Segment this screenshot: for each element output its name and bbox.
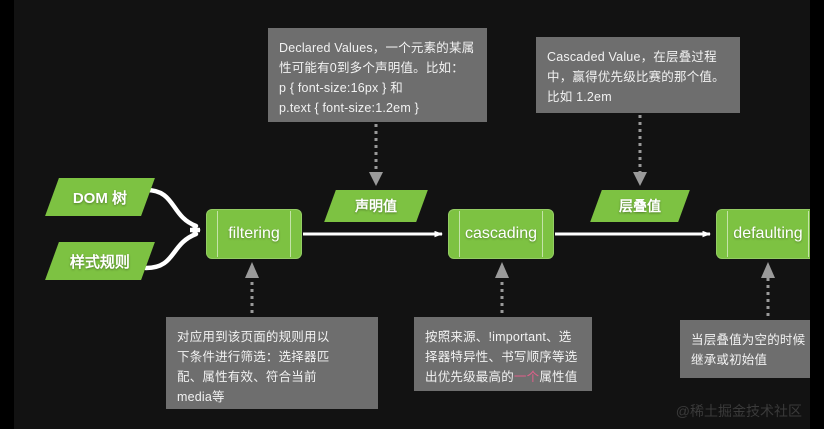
note-filtering-line-3: 配、属性有效、符合当前	[177, 370, 317, 384]
note-declared-line-2: 性可能有0到多个声明值。比如：	[279, 61, 464, 75]
leader-cascaded-arrowhead	[633, 172, 647, 186]
note-defaulting-line-1: 当层叠值为空的时候	[691, 333, 806, 347]
note-cascading-line-3-after: 属性值	[539, 370, 578, 384]
note-filtering-line-2: 下条件进行筛选：选择器匹	[177, 350, 330, 364]
note-cascaded-line-3: 比如 1.2em	[547, 90, 612, 104]
leader-cascading-arrowhead	[495, 262, 509, 278]
node-declared-value[interactable]: 声明值	[324, 190, 428, 222]
note-filtering: 对应用到该页面的规则用以 下条件进行筛选：选择器匹 配、属性有效、符合当前 me…	[166, 317, 378, 409]
node-cascading-label: cascading	[464, 225, 538, 242]
watermark: @稀土掘金技术社区	[675, 403, 802, 419]
note-declared-line-3: p { font-size:16px } 和	[279, 81, 403, 95]
wire-dom-tree-to-filtering	[143, 187, 199, 229]
leader-filtering-arrowhead	[245, 262, 259, 278]
note-defaulting-line-2: 继承或初始值	[691, 353, 768, 367]
node-defaulting-label: defaulting	[733, 225, 803, 242]
note-cascading-line-3: 出优先级最高的一个属性值	[425, 367, 581, 387]
node-cascaded-value-label: 层叠值	[619, 198, 661, 214]
node-defaulting[interactable]: defaulting	[716, 209, 820, 259]
leader-defaulting-arrowhead	[761, 262, 775, 278]
note-cascading-line-2: 择器特异性、书写顺序等选	[425, 350, 578, 364]
note-defaulting: 当层叠值为空的时候 继承或初始值	[680, 320, 824, 378]
note-cascaded-line-1: Cascaded Value，在层叠过程	[547, 50, 717, 64]
node-style-rules[interactable]: 样式规则	[45, 242, 155, 280]
right-edge-letterbox	[810, 0, 824, 429]
wire-style-rules-to-filtering	[143, 231, 199, 271]
node-dom-tree-label: DOM 树	[72, 189, 128, 207]
node-dom-tree[interactable]: DOM 树	[45, 178, 155, 216]
note-declared-values: Declared Values，一个元素的某属 性可能有0到多个声明值。比如： …	[268, 28, 487, 122]
note-declared-line-4: p.text { font-size:1.2em }	[279, 101, 419, 115]
node-style-rules-label: 样式规则	[69, 253, 130, 271]
node-filtering[interactable]: filtering	[206, 209, 302, 259]
node-filtering-label: filtering	[228, 225, 280, 242]
note-filtering-line-1: 对应用到该页面的规则用以	[177, 330, 330, 344]
note-cascaded-value: Cascaded Value，在层叠过程 中，赢得优先级比赛的那个值。 比如 1…	[536, 37, 740, 113]
node-declared-value-label: 声明值	[355, 198, 397, 214]
leader-declared-arrowhead	[369, 172, 383, 186]
node-cascaded-value[interactable]: 层叠值	[590, 190, 690, 222]
left-edge-letterbox	[0, 0, 14, 429]
note-filtering-line-4: media等	[177, 390, 225, 404]
note-cascading-line-1: 按照来源、!important、选	[425, 330, 572, 344]
note-cascading: 按照来源、!important、选 择器特异性、书写顺序等选 出优先级最高的一个…	[414, 317, 592, 391]
note-declared-line-1: Declared Values，一个元素的某属	[279, 41, 475, 55]
note-cascading-line-3-before: 出优先级最高的	[425, 370, 514, 384]
note-cascaded-line-2: 中，赢得优先级比赛的那个值。	[547, 70, 725, 84]
note-cascading-highlight: 一个	[513, 370, 540, 384]
node-cascading[interactable]: cascading	[448, 209, 554, 259]
